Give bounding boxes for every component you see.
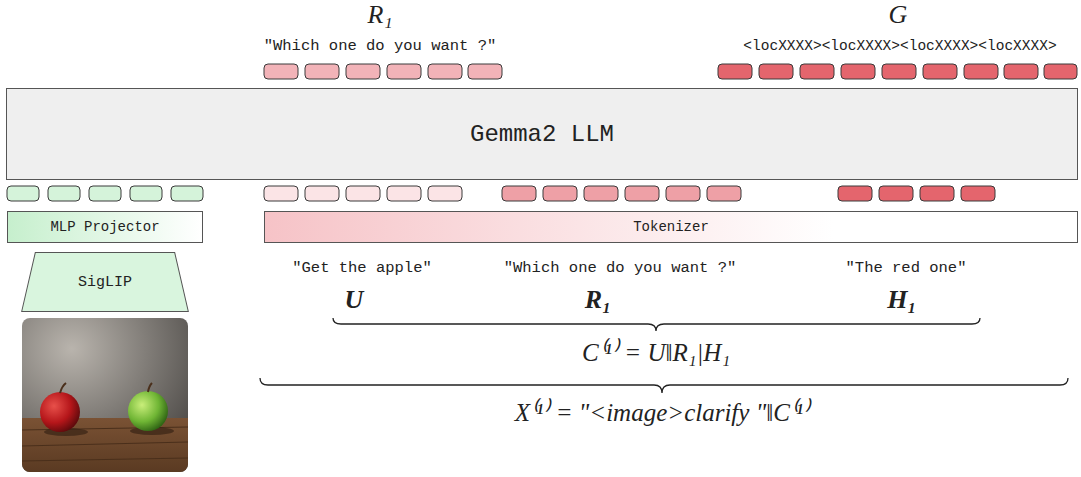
grounding-output-tokens [718, 64, 1077, 79]
input-brace [260, 378, 1068, 393]
response-tokens [502, 186, 741, 201]
r1-output-tokens [264, 64, 502, 79]
node-label: SigLIP [78, 274, 132, 291]
input-symbol: R₁ [585, 285, 611, 315]
llm-box: Gemma2 LLM [6, 88, 1078, 180]
input-symbol: H₁ [887, 285, 916, 315]
human-answer-tokens [838, 186, 995, 201]
context-brace [333, 318, 980, 331]
node-label: MLP Projector [50, 219, 159, 235]
image-tokens [7, 186, 203, 201]
output-text: "Which one do you want ?" [264, 37, 497, 55]
node-label: Tokenizer [633, 219, 709, 235]
input-equation: X⁽¹⁾ = "<image>clarify "‖C⁽¹⁾ [515, 394, 810, 428]
context-equation: C⁽¹⁾ = U‖R₁|H₁ [582, 334, 730, 368]
input-text: "The red one" [846, 259, 967, 277]
output-symbol: R₁ [368, 0, 393, 30]
encoder-trapezoid: SigLIP [20, 252, 190, 312]
node-label: Gemma2 LLM [470, 121, 614, 148]
apple-photo [22, 318, 188, 472]
output-symbol: G [889, 0, 908, 30]
location-tokens: <locXXXX><locXXXX><locXXXX><locXXXX> [743, 38, 1056, 54]
tokenizer-box: Tokenizer [264, 211, 1078, 243]
input-symbol: U [345, 285, 364, 315]
projector-box: MLP Projector [7, 211, 203, 243]
input-text: "Which one do you want ?" [504, 259, 737, 277]
utterance-tokens [264, 186, 462, 201]
input-text: "Get the apple" [292, 259, 432, 277]
